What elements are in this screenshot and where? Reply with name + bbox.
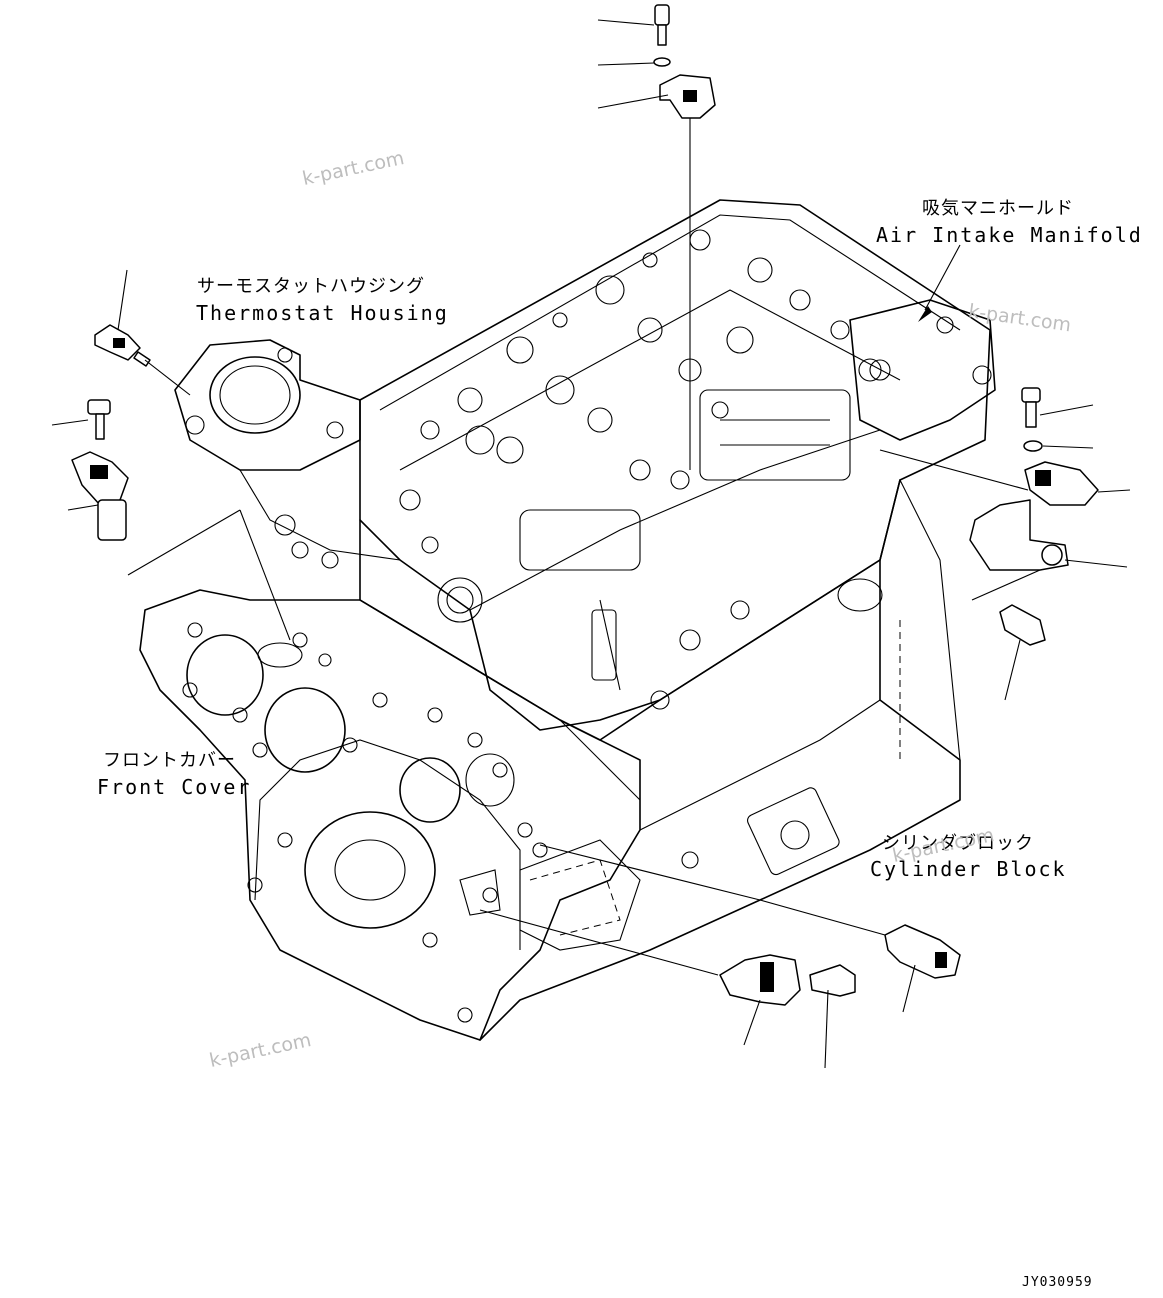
- cylinder-head: [359, 199, 991, 731]
- cylinder-block-label-jp: シリンダブロック: [882, 833, 1034, 854]
- manifold-sensor-assembly: [969, 387, 1099, 646]
- thermostat-housing: [174, 339, 439, 569]
- air-intake-manifold-label-en: Air Intake Manifold: [876, 223, 1143, 247]
- cylinder-block: [359, 479, 961, 1041]
- crank-sensor-assembly: [71, 399, 129, 541]
- front-cover-label-en: Front Cover: [97, 775, 252, 799]
- air-intake-manifold-label-jp: 吸気マニホールド: [922, 198, 1074, 219]
- top-sensor-assembly: [653, 4, 716, 119]
- front-cover: [139, 589, 641, 1041]
- cam-sensor-assembly: [719, 954, 856, 1006]
- drawing-code: JY030959: [1022, 1275, 1093, 1290]
- front-cover-label-jp: フロントカバー: [103, 750, 236, 771]
- thermostat-sensor: [94, 324, 151, 367]
- leader-lines: [51, 19, 1131, 1069]
- cylinder-block-label-en: Cylinder Block: [870, 857, 1067, 881]
- air-intake-manifold: [849, 299, 996, 441]
- oil-pressure-switch: [884, 924, 961, 979]
- thermostat-housing-label-en: Thermostat Housing: [196, 301, 449, 325]
- thermostat-housing-label-jp: サーモスタットハウジング: [197, 276, 425, 297]
